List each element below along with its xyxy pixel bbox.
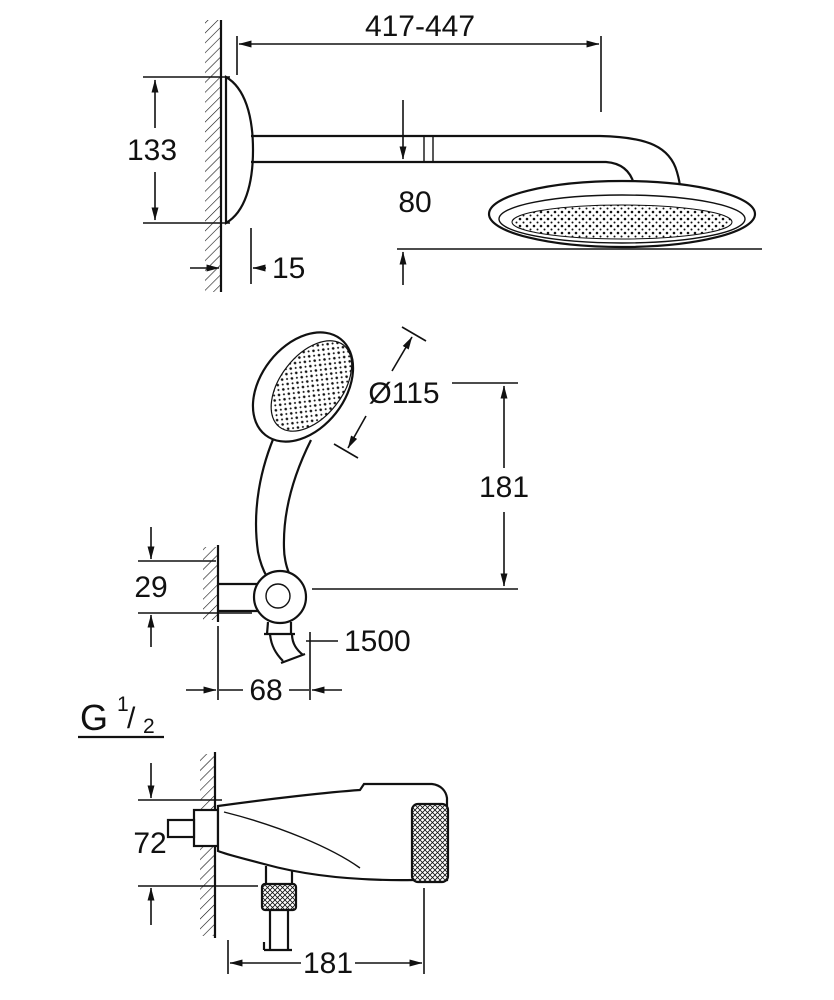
hand-shower-spray-face [270,340,353,432]
dim-hand-shower-height-label: 181 [479,471,529,504]
dim-head-drop-label: 80 [398,186,431,219]
thread-slash: / [127,702,136,735]
mixer-body-contour [223,811,361,869]
head-shower-spray-face [511,204,733,240]
dimension-head-drop: 80 [397,100,762,285]
shower-arm-bottom-edge [251,160,636,185]
hand-shower-drawing: 1500 Ø115 181 29 [134,326,529,707]
dim-head-diameter-label: Ø115 [368,377,439,410]
head-shower-drawing: 417-447 133 80 15 [127,10,762,292]
dim-plate-height-label: 133 [127,134,177,167]
hose-right-edge [290,633,304,656]
hand-shower-handle-left [254,429,279,578]
dimension-bracket-height: 29 [134,527,252,647]
thread-letter: G [80,697,108,738]
dimension-mixer-width: 181 [227,888,425,980]
mixer-drawing: G 1 / 2 72 [78,693,450,980]
bracket-knob [252,569,308,625]
dimension-line [391,336,413,372]
shower-arm-wall-plate [224,75,255,225]
thread-numerator: 1 [117,693,129,716]
wall-hatching-middle [203,547,217,620]
dimension-mixer-height: 72 [133,763,258,925]
dimension-hose-length: 1500 [306,625,411,658]
dim-hose-length-label: 1500 [344,625,411,658]
dimension-plate-height: 133 [127,76,230,224]
supply-pipe [166,818,196,839]
dim-bracket-reach-label: 68 [249,674,282,707]
dim-mixer-height-label: 72 [133,827,166,860]
hose-connector [265,621,270,635]
dimension-plate-depth: 15 [190,228,305,285]
dim-arm-reach-label: 417-447 [365,10,475,43]
hand-shower-head [251,331,355,443]
hand-shower-handle-right [282,439,312,574]
diverter-knob [260,882,298,912]
hose-cut-line [280,652,306,665]
wall-hatching-top [205,20,221,292]
thread-spec-label: G 1 / 2 [78,693,164,739]
dim-plate-depth-label: 15 [272,252,305,285]
temperature-knob [410,802,450,884]
head-shower-rim [498,194,746,244]
thread-denominator: 2 [143,715,155,738]
dimension-head-diameter: Ø115 [333,326,440,459]
dimension-hand-shower-height: 181 [312,382,529,590]
extension-tick [333,443,359,459]
dimension-bracket-reach: 68 [186,626,342,707]
dimension-arm-reach: 417-447 [236,10,602,112]
dim-bracket-height-label: 29 [134,571,167,604]
supply-fitting [192,808,220,848]
extension-tick [401,326,427,342]
dim-mixer-width-label: 181 [303,947,353,980]
dimension-line [347,415,367,449]
hose-left-edge [268,633,284,662]
bracket-knob-detail [265,583,291,609]
